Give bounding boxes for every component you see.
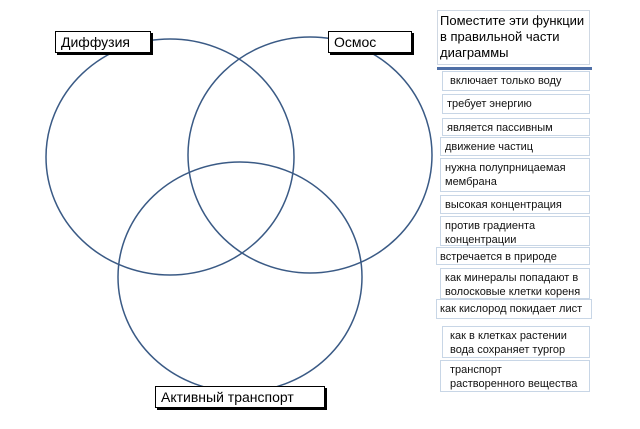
- feature-item[interactable]: как в клетках растении вода сохраняет ту…: [442, 326, 590, 358]
- feature-text: вода сохраняет тургор: [450, 344, 566, 356]
- feature-item[interactable]: включает только воду: [442, 71, 590, 91]
- panel-title-line: в правильной части: [440, 29, 560, 44]
- feature-text: является пассивным: [447, 122, 553, 134]
- feature-item[interactable]: как минералы попадают в волосковые клетк…: [440, 268, 590, 299]
- feature-text: концентрации: [445, 234, 517, 246]
- feature-text: как кислород покидает лист: [440, 303, 583, 315]
- active-transport-label: Активный транспорт: [155, 386, 325, 408]
- feature-text: против градиента: [445, 220, 536, 232]
- feature-text: включает только воду: [450, 75, 562, 87]
- feature-text: высокая концентрация: [445, 199, 562, 211]
- osmosis-label: Осмос: [328, 31, 412, 53]
- feature-text: как минералы попадают в: [445, 272, 579, 284]
- feature-text: требует энергию: [447, 98, 532, 110]
- osmosis-circle: [187, 36, 433, 274]
- feature-item[interactable]: является пассивным: [442, 118, 590, 136]
- feature-text: мембрана: [445, 176, 497, 188]
- feature-text: транспорт: [450, 364, 502, 376]
- feature-text: волосковые клетки кореня: [445, 286, 581, 298]
- feature-text: встречается в природе: [440, 251, 557, 263]
- panel-title-line: диаграммы: [440, 45, 509, 60]
- diffusion-label: Диффузия: [55, 31, 151, 53]
- feature-item[interactable]: транспорт растворенного вещества: [440, 360, 590, 392]
- feature-item[interactable]: высокая концентрация: [440, 195, 590, 214]
- feature-text: движение частиц: [445, 141, 534, 153]
- feature-text: растворенного вещества: [450, 378, 578, 390]
- feature-text: нужна полупрницаемая: [445, 162, 566, 174]
- active-transport-circle: [117, 161, 363, 393]
- panel-title-line: Поместите эти функции: [440, 13, 585, 28]
- feature-item[interactable]: как кислород покидает лист: [436, 299, 592, 319]
- panel-title: Поместите эти функции в правильной части…: [437, 10, 590, 65]
- feature-item[interactable]: требует энергию: [442, 94, 590, 114]
- feature-item[interactable]: против градиента концентрации: [440, 216, 590, 246]
- feature-text: как в клетках растении: [450, 330, 567, 342]
- feature-item[interactable]: нужна полупрницаемая мембрана: [440, 158, 590, 192]
- diffusion-circle: [45, 38, 295, 276]
- panel-divider: [437, 67, 592, 70]
- feature-item[interactable]: движение частиц: [440, 137, 590, 156]
- feature-item[interactable]: встречается в природе: [436, 247, 590, 265]
- features-panel: Поместите эти функции в правильной части…: [437, 10, 592, 70]
